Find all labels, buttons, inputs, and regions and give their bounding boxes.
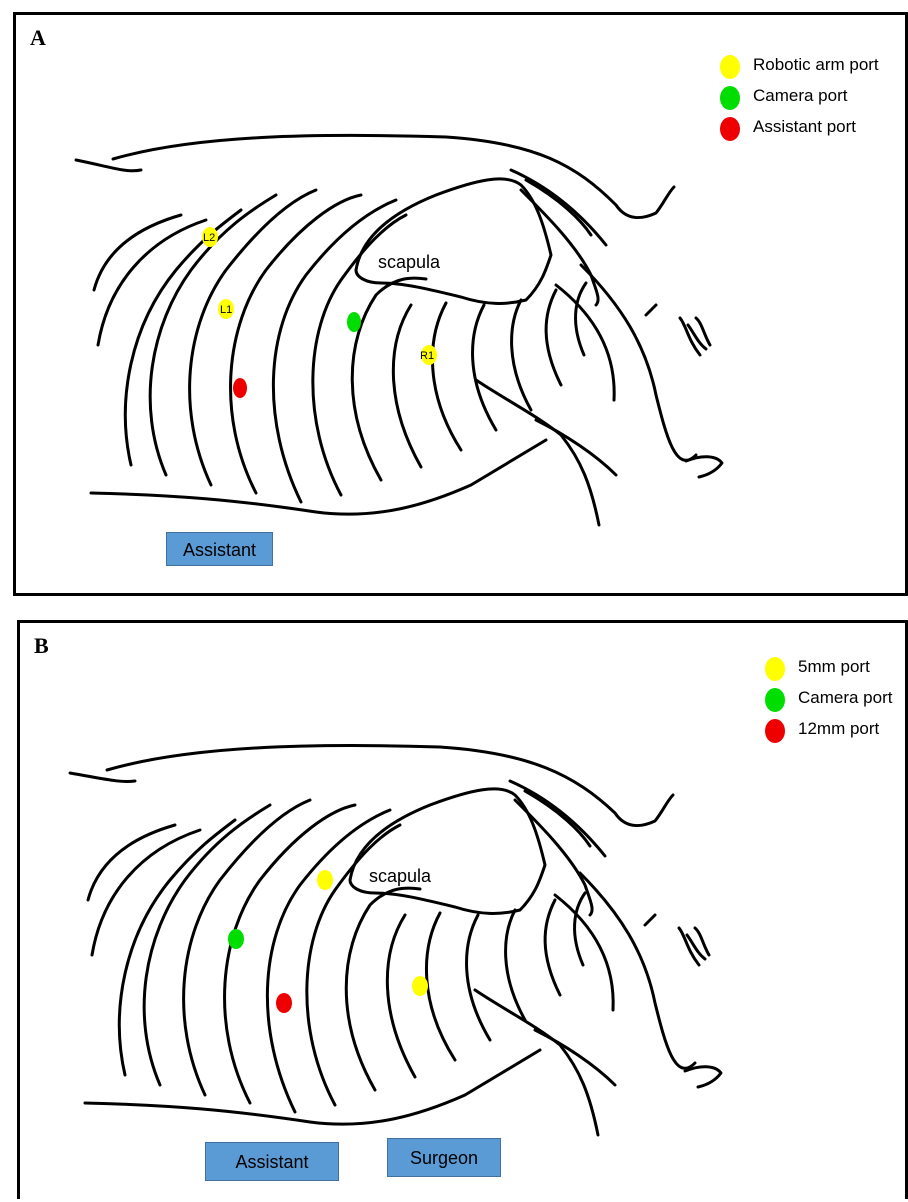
12mm-port-swatch xyxy=(765,719,785,743)
scapula-outline: scapula xyxy=(356,179,598,305)
5mm-port-swatch xyxy=(765,657,785,681)
assistant-position-box: Assistant xyxy=(166,532,273,566)
panel-b: B scapula xyxy=(17,620,908,1199)
panel-a: A scapula xyxy=(13,12,908,596)
assistant-position-box: Assistant xyxy=(205,1142,339,1181)
body-outline xyxy=(70,746,721,1135)
legend-label: Assistant port xyxy=(753,117,856,137)
robotic-arm-port-swatch xyxy=(720,55,740,79)
ribs xyxy=(88,800,585,1112)
camera-port-swatch xyxy=(765,688,785,712)
legend-label: Camera port xyxy=(753,86,847,106)
port-l1-label: L1 xyxy=(220,304,232,316)
surgeon-position-box: Surgeon xyxy=(387,1138,501,1177)
camera-port xyxy=(347,312,361,332)
assistant-port xyxy=(233,378,247,398)
port-r1-label: R1 xyxy=(420,350,434,362)
port-markers xyxy=(228,870,428,1013)
port-5mm-lower xyxy=(412,976,428,996)
port-12mm xyxy=(276,993,292,1013)
legend-label: Robotic arm port xyxy=(753,55,879,75)
legend-label: Camera port xyxy=(798,688,892,708)
legend-label: 12mm port xyxy=(798,719,879,739)
legend-label: 5mm port xyxy=(798,657,870,677)
ribs xyxy=(94,190,586,502)
port-l2-label: L2 xyxy=(203,232,215,244)
camera-port xyxy=(228,929,244,949)
camera-port-swatch xyxy=(720,86,740,110)
scapula-label: scapula xyxy=(378,252,441,272)
scapula-label: scapula xyxy=(369,866,432,886)
assistant-port-swatch xyxy=(720,117,740,141)
port-5mm-upper xyxy=(317,870,333,890)
